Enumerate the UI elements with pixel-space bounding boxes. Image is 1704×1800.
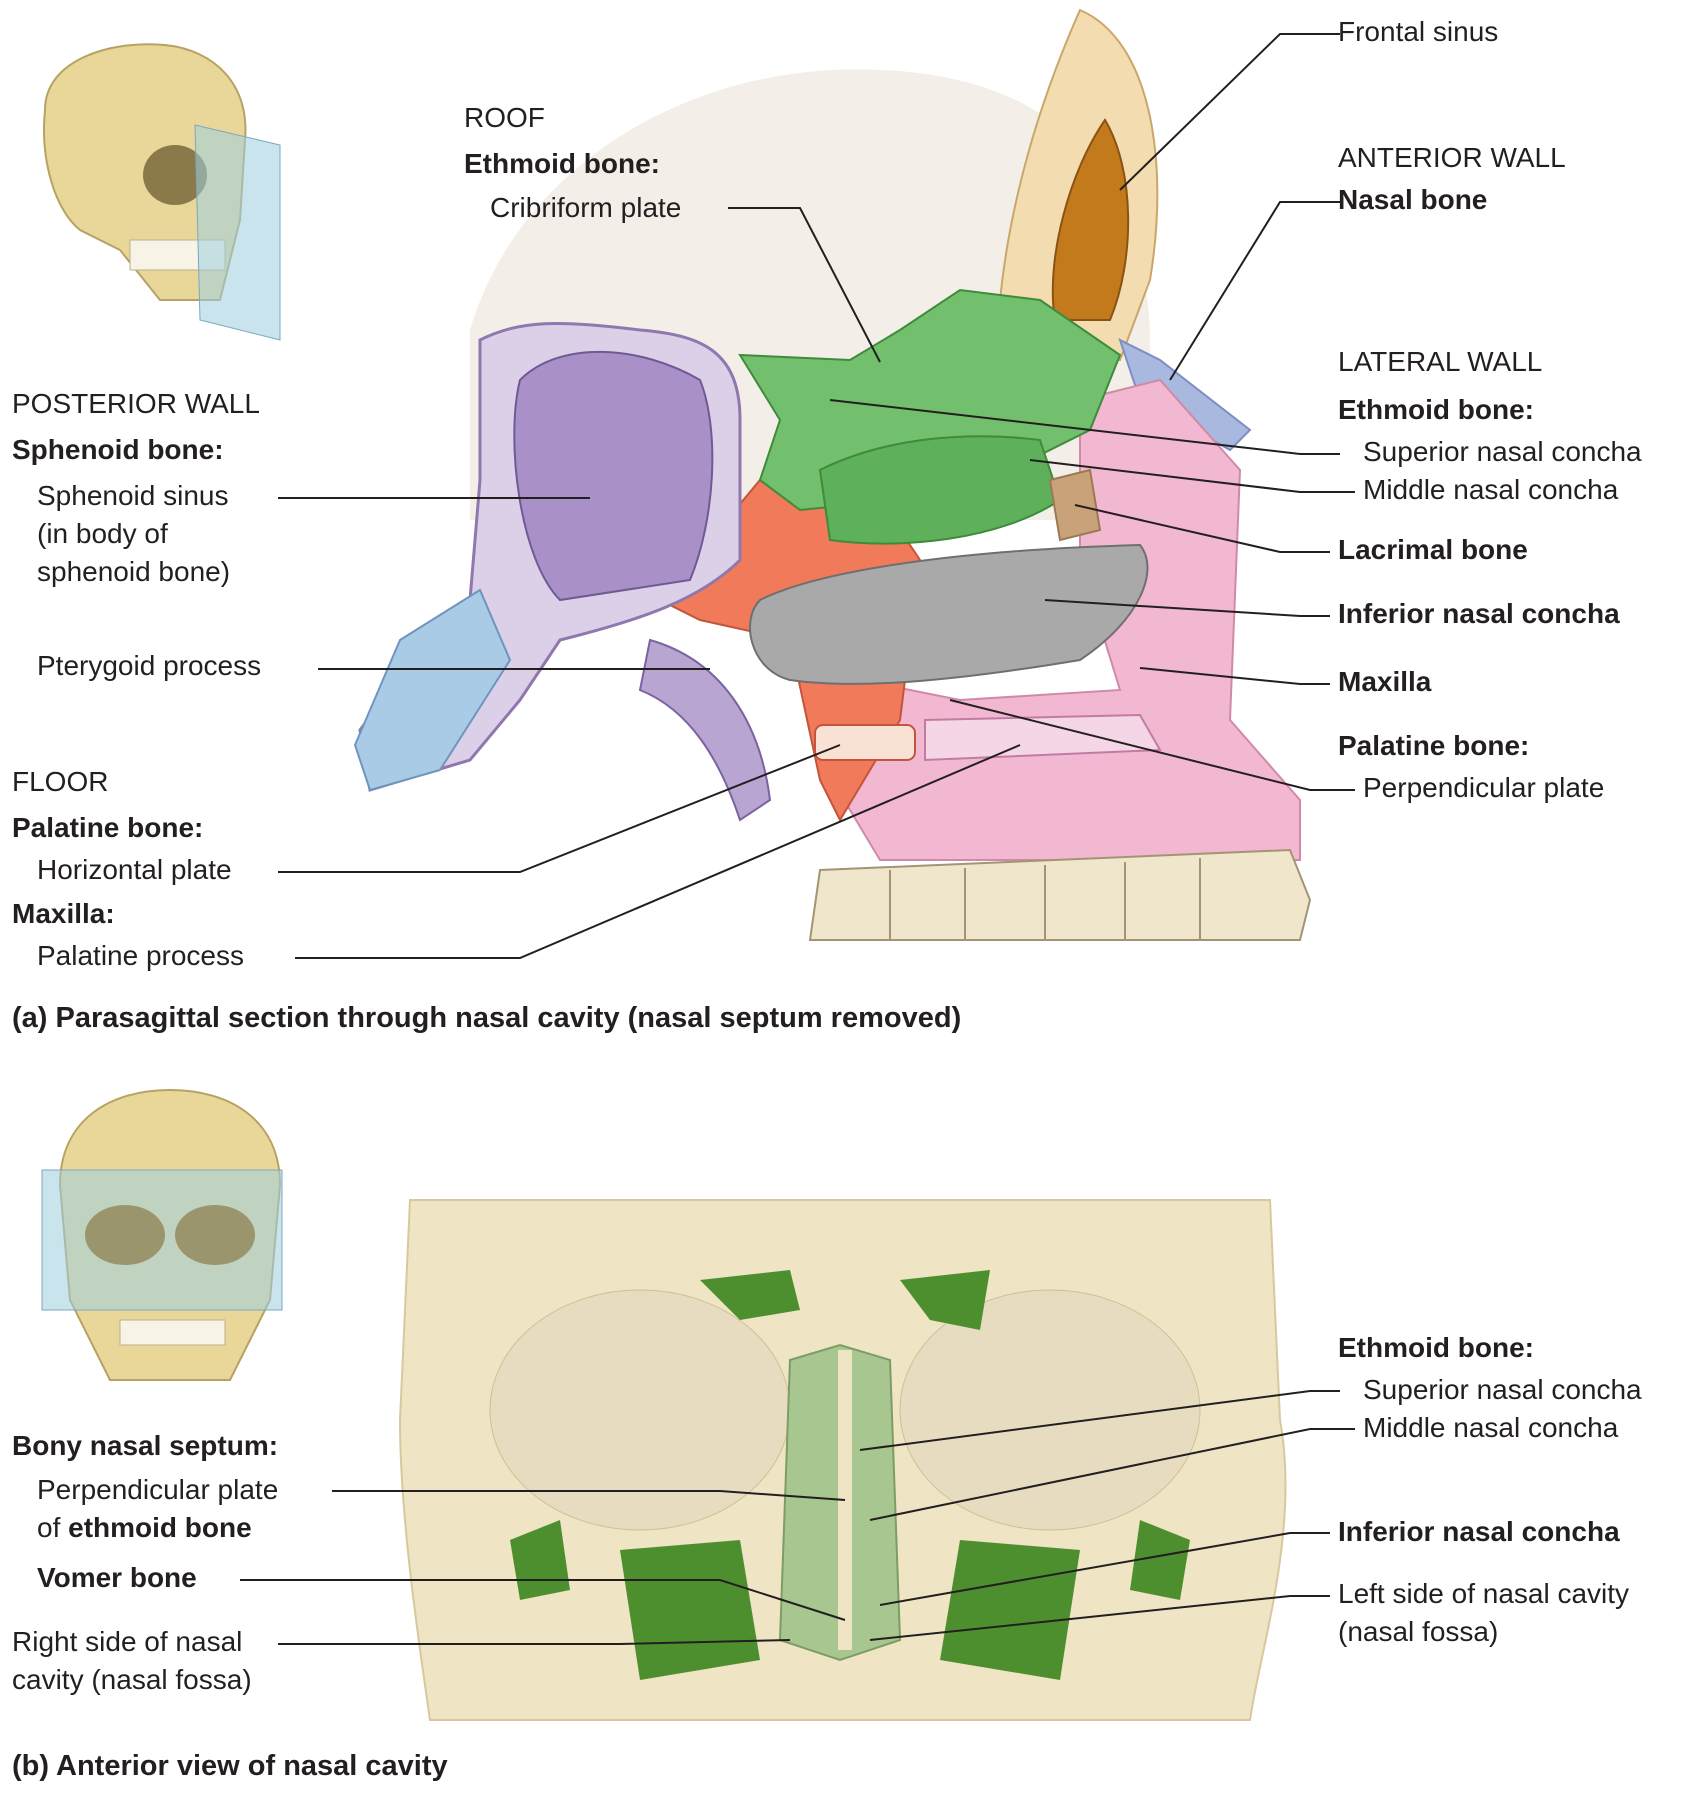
middle-nasal-concha-label: Middle nasal concha [1363, 474, 1619, 505]
frontal-sinus-label: Frontal sinus [1338, 16, 1499, 47]
middle-nasal-concha-b-label: Middle nasal concha [1363, 1412, 1619, 1443]
left-nasal-fossa-label-2: (nasal fossa) [1338, 1616, 1499, 1647]
panel-b-caption: (b) Anterior view of nasal cavity [12, 1750, 448, 1782]
sphenoid-sinus [513, 350, 714, 602]
posterior-wall-heading: POSTERIOR WALL [12, 388, 260, 419]
skull-anterior-thumbnail [41, 1088, 283, 1381]
ethmoid-bone-text: ethmoid bone [68, 1512, 252, 1543]
perpendicular-plate-ethmoid-label: Perpendicular plate [37, 1474, 279, 1505]
lacrimal-bone-label: Lacrimal bone [1338, 534, 1528, 565]
bony-nasal-septum-label: Bony nasal septum: [12, 1430, 279, 1461]
anterior-wall-heading: ANTERIOR WALL [1338, 142, 1566, 173]
frontal-bone [998, 8, 1159, 361]
pterygoid-process-shape [638, 638, 772, 822]
palatine-bone-floor-label: Palatine bone: [12, 812, 204, 843]
panel-a-caption: (a) Parasagittal section through nasal c… [12, 1002, 962, 1034]
floor-heading: FLOOR [12, 766, 109, 797]
roof-bone-label: Ethmoid bone: [464, 148, 660, 179]
horizontal-plate-shape [814, 724, 916, 761]
leader-lines-a [278, 33, 1355, 959]
sphenoid-sinus-label-3: sphenoid bone) [37, 556, 231, 587]
ethmoid-bone [738, 288, 1122, 545]
of-text: of [37, 1512, 69, 1543]
sphenoid-sinus-label-2: (in body of [37, 518, 168, 549]
palatine-bone-lateral-label: Palatine bone: [1338, 730, 1530, 761]
frontal-sinus [1051, 118, 1130, 321]
horizontal-plate-label: Horizontal plate [37, 854, 232, 885]
palatine-process-shape [924, 713, 1162, 762]
nasal-bone-label: Nasal bone [1338, 184, 1488, 215]
right-nasal-fossa-label-2: cavity (nasal fossa) [12, 1664, 252, 1695]
lateral-wall-heading: LATERAL WALL [1338, 346, 1543, 377]
maxilla-label: Maxilla [1338, 666, 1432, 697]
superior-nasal-concha-label: Superior nasal concha [1363, 436, 1642, 467]
maxilla-floor-label: Maxilla: [12, 898, 115, 929]
cribriform-plate-label: Cribriform plate [490, 192, 682, 223]
superior-nasal-concha-b-label: Superior nasal concha [1363, 1374, 1642, 1405]
perpendicular-plate-label: Perpendicular plate [1363, 772, 1605, 803]
right-nasal-fossa-label: Right side of nasal [12, 1626, 243, 1657]
sphenoid-bone [353, 321, 772, 822]
inferior-nasal-concha-b-label: Inferior nasal concha [1338, 1516, 1620, 1547]
roof-heading: ROOF [464, 102, 545, 133]
ethmoid-bone-lateral-label: Ethmoid bone: [1338, 394, 1534, 425]
left-nasal-fossa-label: Left side of nasal cavity [1338, 1578, 1630, 1609]
leader-lines-b [240, 1390, 1355, 1645]
pterygoid-blue-section [353, 588, 512, 792]
anterior-skull-section [398, 1199, 1287, 1721]
pterygoid-process-label: Pterygoid process [37, 650, 262, 681]
sphenoid-sinus-label: Sphenoid sinus [37, 480, 229, 511]
inferior-concha-shape [749, 543, 1149, 685]
palatine-process-label: Palatine process [37, 940, 245, 971]
sphenoid-bone-label: Sphenoid bone: [12, 434, 224, 465]
vomer-bone-label: Vomer bone [37, 1562, 197, 1593]
inferior-nasal-concha-label: Inferior nasal concha [1338, 598, 1620, 629]
skull-lateral-thumbnail [43, 43, 281, 341]
upper-teeth [808, 848, 1312, 941]
perpendicular-plate-ethmoid-label-2: of ethmoid bone [37, 1510, 252, 1546]
ethmoid-bone-b-label: Ethmoid bone: [1338, 1332, 1534, 1363]
